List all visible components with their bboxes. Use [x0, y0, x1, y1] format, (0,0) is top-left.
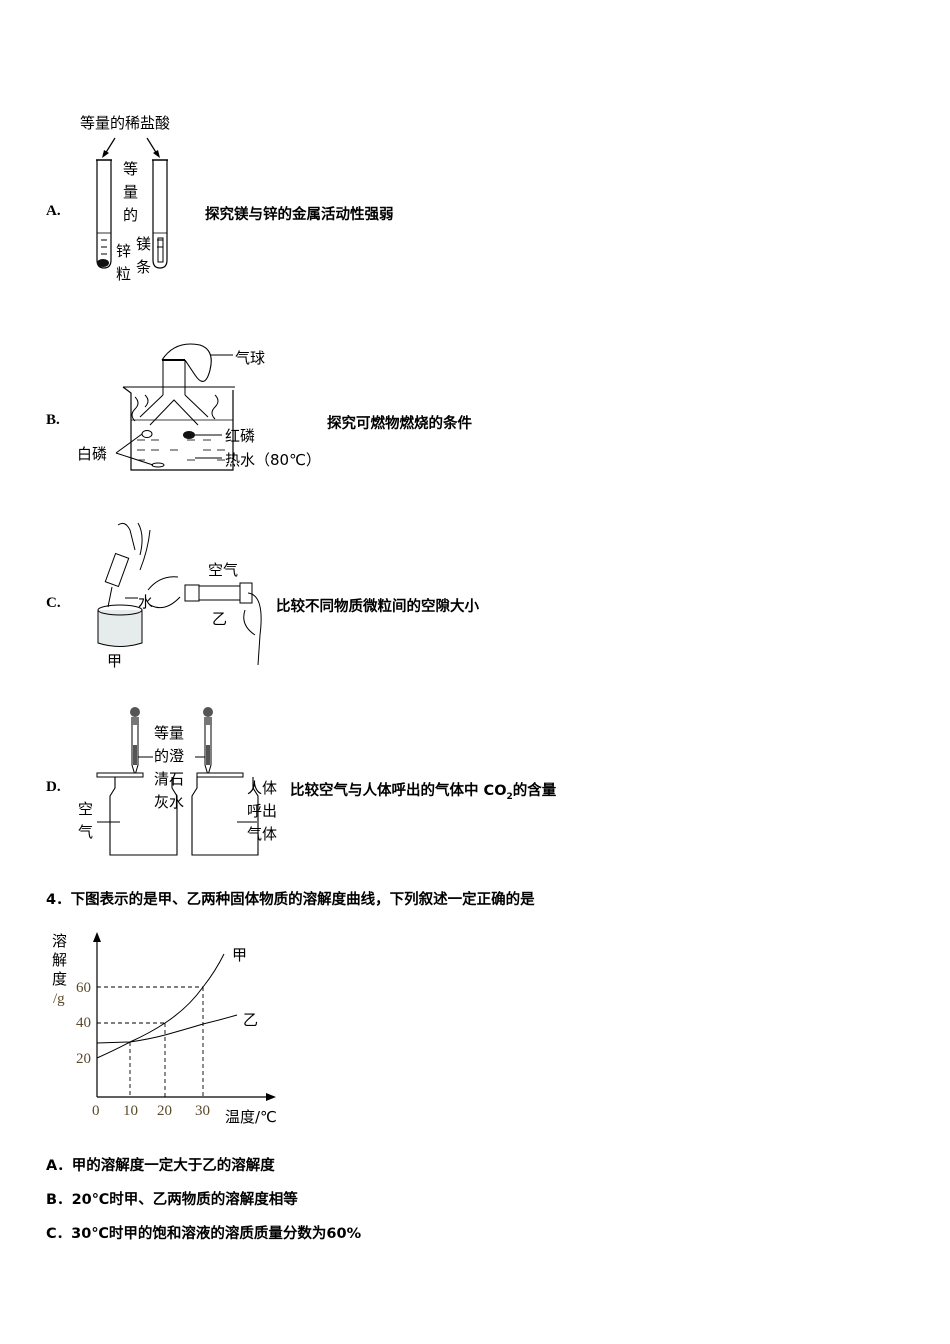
answer-c-letter: C． [46, 1226, 72, 1242]
option-a-description: 探究镁与锌的金属活动性强弱 [205, 207, 394, 223]
beaker-drawing [115, 343, 235, 471]
answer-a-letter: A． [46, 1158, 72, 1174]
y-tick-40: 40 [76, 1015, 91, 1031]
test-tubes-drawing [96, 137, 168, 269]
option-b-description: 探究可燃物燃烧的条件 [327, 416, 472, 432]
option-d-letter: D. [46, 779, 61, 795]
answer-a-text: 甲的溶解度一定大于乙的溶解度 [71, 1158, 275, 1174]
limewater-label-4: 灰水 [154, 793, 185, 811]
figure-c-syringes: 水 空气 乙 甲 [90, 515, 270, 670]
question-4-title: 4．下图表示的是甲、乙两种固体物质的溶解度曲线，下列叙述一定正确的是 [46, 892, 535, 908]
air-label-1: 空 [78, 800, 94, 818]
jia-label: 甲 [107, 652, 123, 670]
option-c-letter: C. [46, 595, 61, 611]
option-b-letter: B. [46, 412, 60, 428]
acid-label: 等量的稀盐酸 [80, 114, 171, 132]
y-tick-60: 60 [76, 980, 91, 996]
zinc-label-1: 锌 [116, 242, 132, 260]
white-phosphorus-label: 白磷 [77, 445, 108, 463]
limewater-label-3: 清石 [154, 770, 185, 788]
air-label-2: 气 [78, 823, 94, 841]
option-d-description-tail: 的含量 [512, 783, 557, 799]
y-label-unit: /g [53, 991, 65, 1007]
x-tick-0: 0 [92, 1103, 100, 1119]
red-phosphorus-label: 红磷 [225, 427, 256, 445]
series-jia-label: 甲 [232, 946, 247, 964]
hot-water-label: 热水（80℃） [225, 451, 321, 469]
water-label: 水 [138, 593, 154, 611]
answer-option-c[interactable]: C．30℃时甲的饱和溶液的溶质质量分数为60% [46, 1222, 361, 1243]
syringes-drawing [97, 522, 262, 666]
answer-b-text: 20℃时甲、乙两物质的溶解度相等 [71, 1192, 298, 1208]
exhaled-label-1: 人体 [247, 779, 278, 797]
co2-subscript: 2 [506, 791, 513, 802]
solubility-chart: 20 40 60 0 10 20 30 溶 解 度 /g 温度/℃ 甲 乙 [40, 920, 300, 1135]
option-c-description: 比较不同物质微粒间的空隙大小 [276, 599, 479, 615]
equal-label-2: 量 [123, 183, 139, 201]
exhaled-label-3: 气体 [247, 825, 278, 843]
equal-label-1: 等 [123, 160, 139, 178]
mg-label-1: 镁 [136, 235, 152, 253]
equal-label-3: 的 [123, 206, 139, 224]
answer-option-a[interactable]: A．甲的溶解度一定大于乙的溶解度 [46, 1154, 275, 1175]
series-yi-label: 乙 [243, 1011, 258, 1029]
yi-label: 乙 [212, 610, 228, 628]
zinc-label-2: 粒 [116, 265, 132, 283]
option-a-letter: A. [46, 203, 61, 219]
answer-c-text: 30℃时甲的饱和溶液的溶质质量分数为60% [71, 1226, 362, 1242]
answer-option-b[interactable]: B．20℃时甲、乙两物质的溶解度相等 [46, 1188, 298, 1209]
limewater-label-2: 的澄 [154, 747, 185, 765]
x-tick-10: 10 [123, 1103, 138, 1119]
figure-b-beaker: 气球 红磷 白磷 热水（80℃） [75, 335, 335, 475]
x-axis-label: 温度/℃ [225, 1108, 277, 1126]
y-label-char-1: 溶 [52, 932, 67, 950]
exhaled-label-2: 呼出 [247, 802, 278, 820]
limewater-label-1: 等量 [154, 724, 185, 742]
option-d-description-main: 比较空气与人体呼出的气体中 CO [290, 783, 507, 799]
figure-a-test-tubes: 等量的稀盐酸 等 量 的 锌 粒 镁 条 [75, 110, 205, 285]
air-label: 空气 [208, 561, 239, 579]
bottles-drawing [96, 707, 259, 856]
mg-label-2: 条 [136, 258, 152, 276]
y-label-char-3: 度 [52, 970, 67, 988]
solubility-chart-svg: 20 40 60 0 10 20 30 溶 解 度 /g 温度/℃ 甲 乙 [52, 932, 277, 1126]
balloon-label: 气球 [235, 349, 266, 367]
y-label-char-2: 解 [52, 951, 67, 969]
x-tick-30: 30 [195, 1103, 210, 1119]
answer-b-letter: B． [46, 1192, 72, 1208]
x-tick-20: 20 [157, 1103, 172, 1119]
figure-d-bottles: 等量 的澄 清石 灰水 空 气 人体 呼出 气体 [75, 700, 285, 860]
y-tick-20: 20 [76, 1051, 91, 1067]
option-d-description: 比较空气与人体呼出的气体中 CO2的含量 [290, 779, 556, 802]
